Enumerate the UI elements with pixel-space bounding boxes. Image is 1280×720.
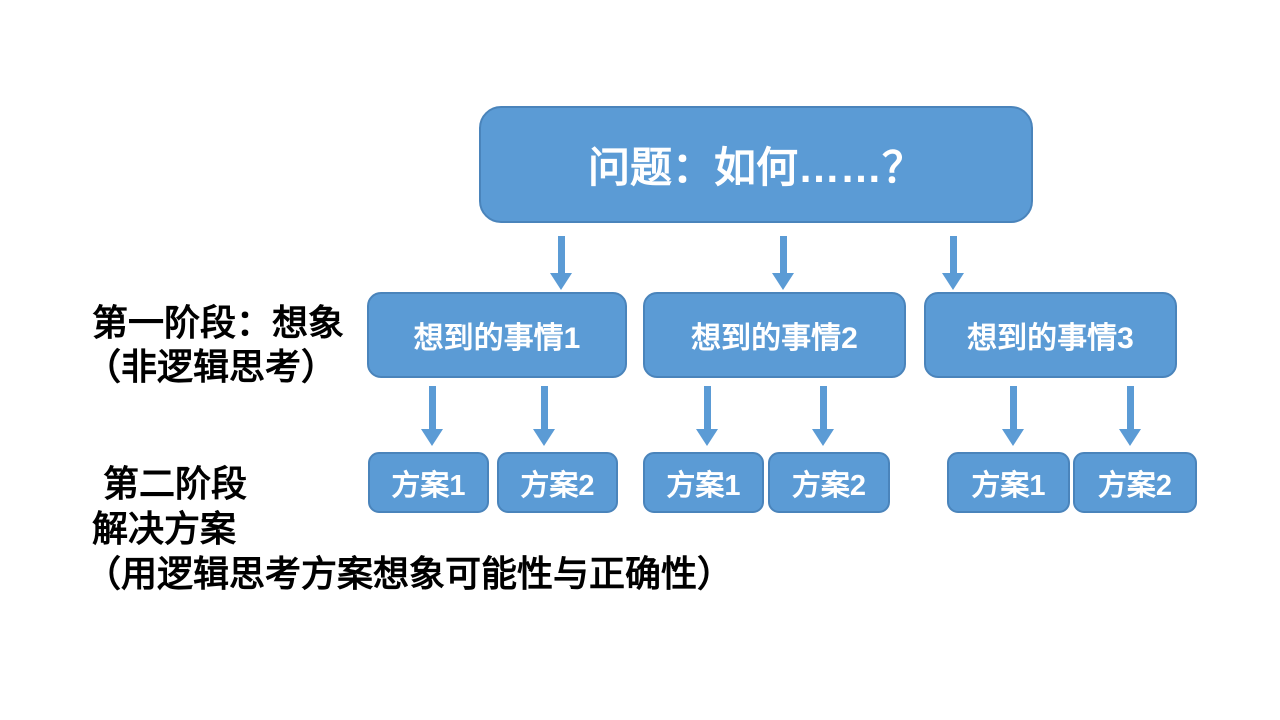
arrow-idea1-to-solution2: [533, 386, 555, 446]
arrow-shaft: [1009, 386, 1017, 429]
idea-box-2: 想到的事情2: [643, 292, 906, 378]
arrow-shaft: [557, 236, 565, 273]
solution-box-2-1: 方案1: [643, 452, 764, 513]
arrow-idea1-to-solution1: [421, 386, 443, 446]
arrow-head: [1119, 429, 1141, 446]
arrow-idea3-to-solution1: [1002, 386, 1024, 446]
arrow-shaft: [540, 386, 548, 429]
arrow-question-to-idea2: [772, 236, 794, 290]
solution-box-3-1: 方案1: [947, 452, 1070, 513]
arrow-shaft: [779, 236, 787, 273]
arrow-head: [533, 429, 555, 446]
stage1-label-line1: 第一阶段：想象: [92, 302, 345, 343]
arrow-head: [942, 273, 964, 290]
arrow-idea2-to-solution2: [812, 386, 834, 446]
solution-box-1-2: 方案2: [497, 452, 618, 513]
arrow-head: [421, 429, 443, 446]
stage2-label: 第二阶段 解决方案 （用逻辑思考方案想象可能性与正确性）: [85, 461, 733, 596]
arrow-shaft: [1126, 386, 1134, 429]
arrow-shaft: [428, 386, 436, 429]
solution-box-2-2: 方案2: [768, 452, 890, 513]
arrow-head: [812, 429, 834, 446]
arrow-head: [550, 273, 572, 290]
stage2-label-line1: 第二阶段: [103, 463, 248, 504]
arrow-head: [1002, 429, 1024, 446]
arrow-idea3-to-solution2: [1119, 386, 1141, 446]
idea-box-3: 想到的事情3: [924, 292, 1177, 378]
solution-box-3-2: 方案2: [1073, 452, 1197, 513]
arrow-shaft: [703, 386, 711, 429]
arrow-question-to-idea1: [550, 236, 572, 290]
question-box: 问题：如何……？: [479, 106, 1033, 223]
arrow-idea2-to-solution1: [696, 386, 718, 446]
stage1-label: 第一阶段：想象 （非逻辑思考）: [85, 301, 344, 389]
arrow-head: [696, 429, 718, 446]
arrow-shaft: [949, 236, 957, 273]
idea-box-1: 想到的事情1: [367, 292, 627, 378]
solution-box-1-1: 方案1: [368, 452, 489, 513]
arrow-head: [772, 273, 794, 290]
stage1-label-line2: （非逻辑思考）: [85, 346, 338, 387]
stage2-label-line2: 解决方案: [92, 508, 237, 549]
arrow-shaft: [819, 386, 827, 429]
arrow-question-to-idea3: [942, 236, 964, 290]
stage2-label-line3: （用逻辑思考方案想象可能性与正确性）: [85, 553, 734, 594]
